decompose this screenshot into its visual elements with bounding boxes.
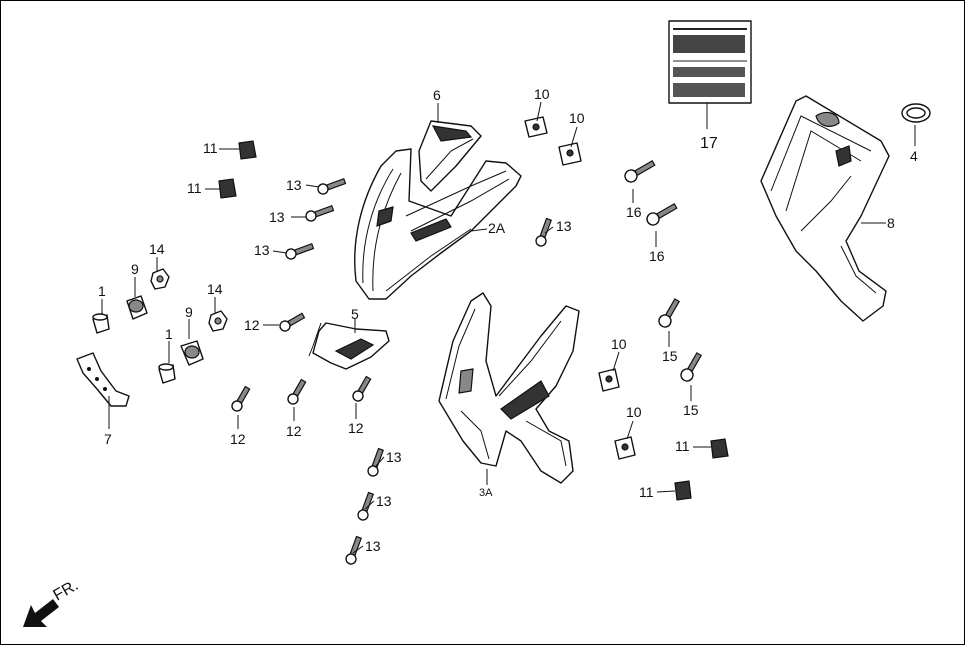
callout-13-b: 13 [269, 209, 285, 225]
callout-14-b: 14 [207, 281, 223, 297]
hardware-bolts-part-15-16 [624, 160, 702, 382]
front-direction-arrow-icon [23, 599, 59, 627]
callout-3a: 3A [479, 487, 493, 499]
part-grommet-ring-4 [901, 103, 931, 123]
callout-12-c: 12 [286, 423, 302, 439]
callout-13-a: 13 [286, 177, 302, 193]
callout-11-b: 11 [187, 180, 202, 196]
hardware-clips-part-11 [218, 140, 729, 501]
part-bracket-plate-5 [308, 322, 390, 370]
callout-10-a: 10 [534, 86, 550, 102]
part-upper-inner-piece-6 [418, 120, 482, 192]
callout-6: 6 [433, 87, 441, 103]
callout-15-a: 15 [662, 348, 678, 364]
callout-11-c: 11 [675, 438, 690, 454]
callout-16-a: 16 [626, 204, 642, 220]
callout-1-a: 1 [98, 283, 106, 299]
callout-11-d: 11 [639, 484, 654, 500]
callout-14-a: 14 [149, 241, 165, 257]
part-front-upper-cover-2a [354, 148, 522, 300]
callout-10-b: 10 [569, 110, 585, 126]
callout-13-d: 13 [556, 218, 572, 234]
callout-15-b: 15 [683, 402, 699, 418]
callout-10-d: 10 [626, 404, 642, 420]
part-front-lower-cover-3a [438, 292, 580, 484]
callout-13-f: 13 [376, 493, 392, 509]
callout-4: 4 [910, 148, 918, 164]
hardware-clip-nuts-part-10 [524, 116, 636, 460]
hardware-collars-part-1 [92, 313, 176, 384]
part-inner-body-cover-8 [760, 95, 890, 322]
hardware-screws-part-12 [231, 312, 372, 412]
hardware-nuts-part-14 [150, 268, 228, 332]
callout-13-e: 13 [386, 449, 402, 465]
callout-16-b: 16 [649, 248, 665, 264]
part-label-plate-17 [668, 20, 752, 104]
callout-8: 8 [887, 215, 895, 231]
callout-10-c: 10 [611, 336, 627, 352]
callout-12-a: 12 [244, 317, 260, 333]
leader-lines [101, 101, 916, 554]
callout-7: 7 [104, 431, 112, 447]
callout-17: 17 [700, 135, 718, 152]
callout-13-g: 13 [365, 538, 381, 554]
callout-1-b: 1 [165, 326, 173, 342]
callout-13-c: 13 [254, 242, 270, 258]
callout-5: 5 [351, 306, 359, 322]
callout-labels: 6 2A 3A 5 7 8 4 17 10 10 10 10 11 11 11 … [98, 86, 918, 554]
callout-9-a: 9 [131, 261, 139, 277]
callout-12-b: 12 [230, 431, 246, 447]
callout-11-a: 11 [203, 140, 218, 156]
callout-9-b: 9 [185, 304, 193, 320]
part-stay-bracket-7 [76, 352, 130, 407]
callout-2a: 2A [488, 220, 506, 236]
callout-12-d: 12 [348, 420, 364, 436]
hardware-rubber-bushings-part-9 [126, 295, 204, 366]
front-direction-label: FR. [51, 577, 82, 605]
front-direction-indicator: FR. [23, 577, 81, 627]
hardware-screws-part-13 [285, 178, 552, 565]
